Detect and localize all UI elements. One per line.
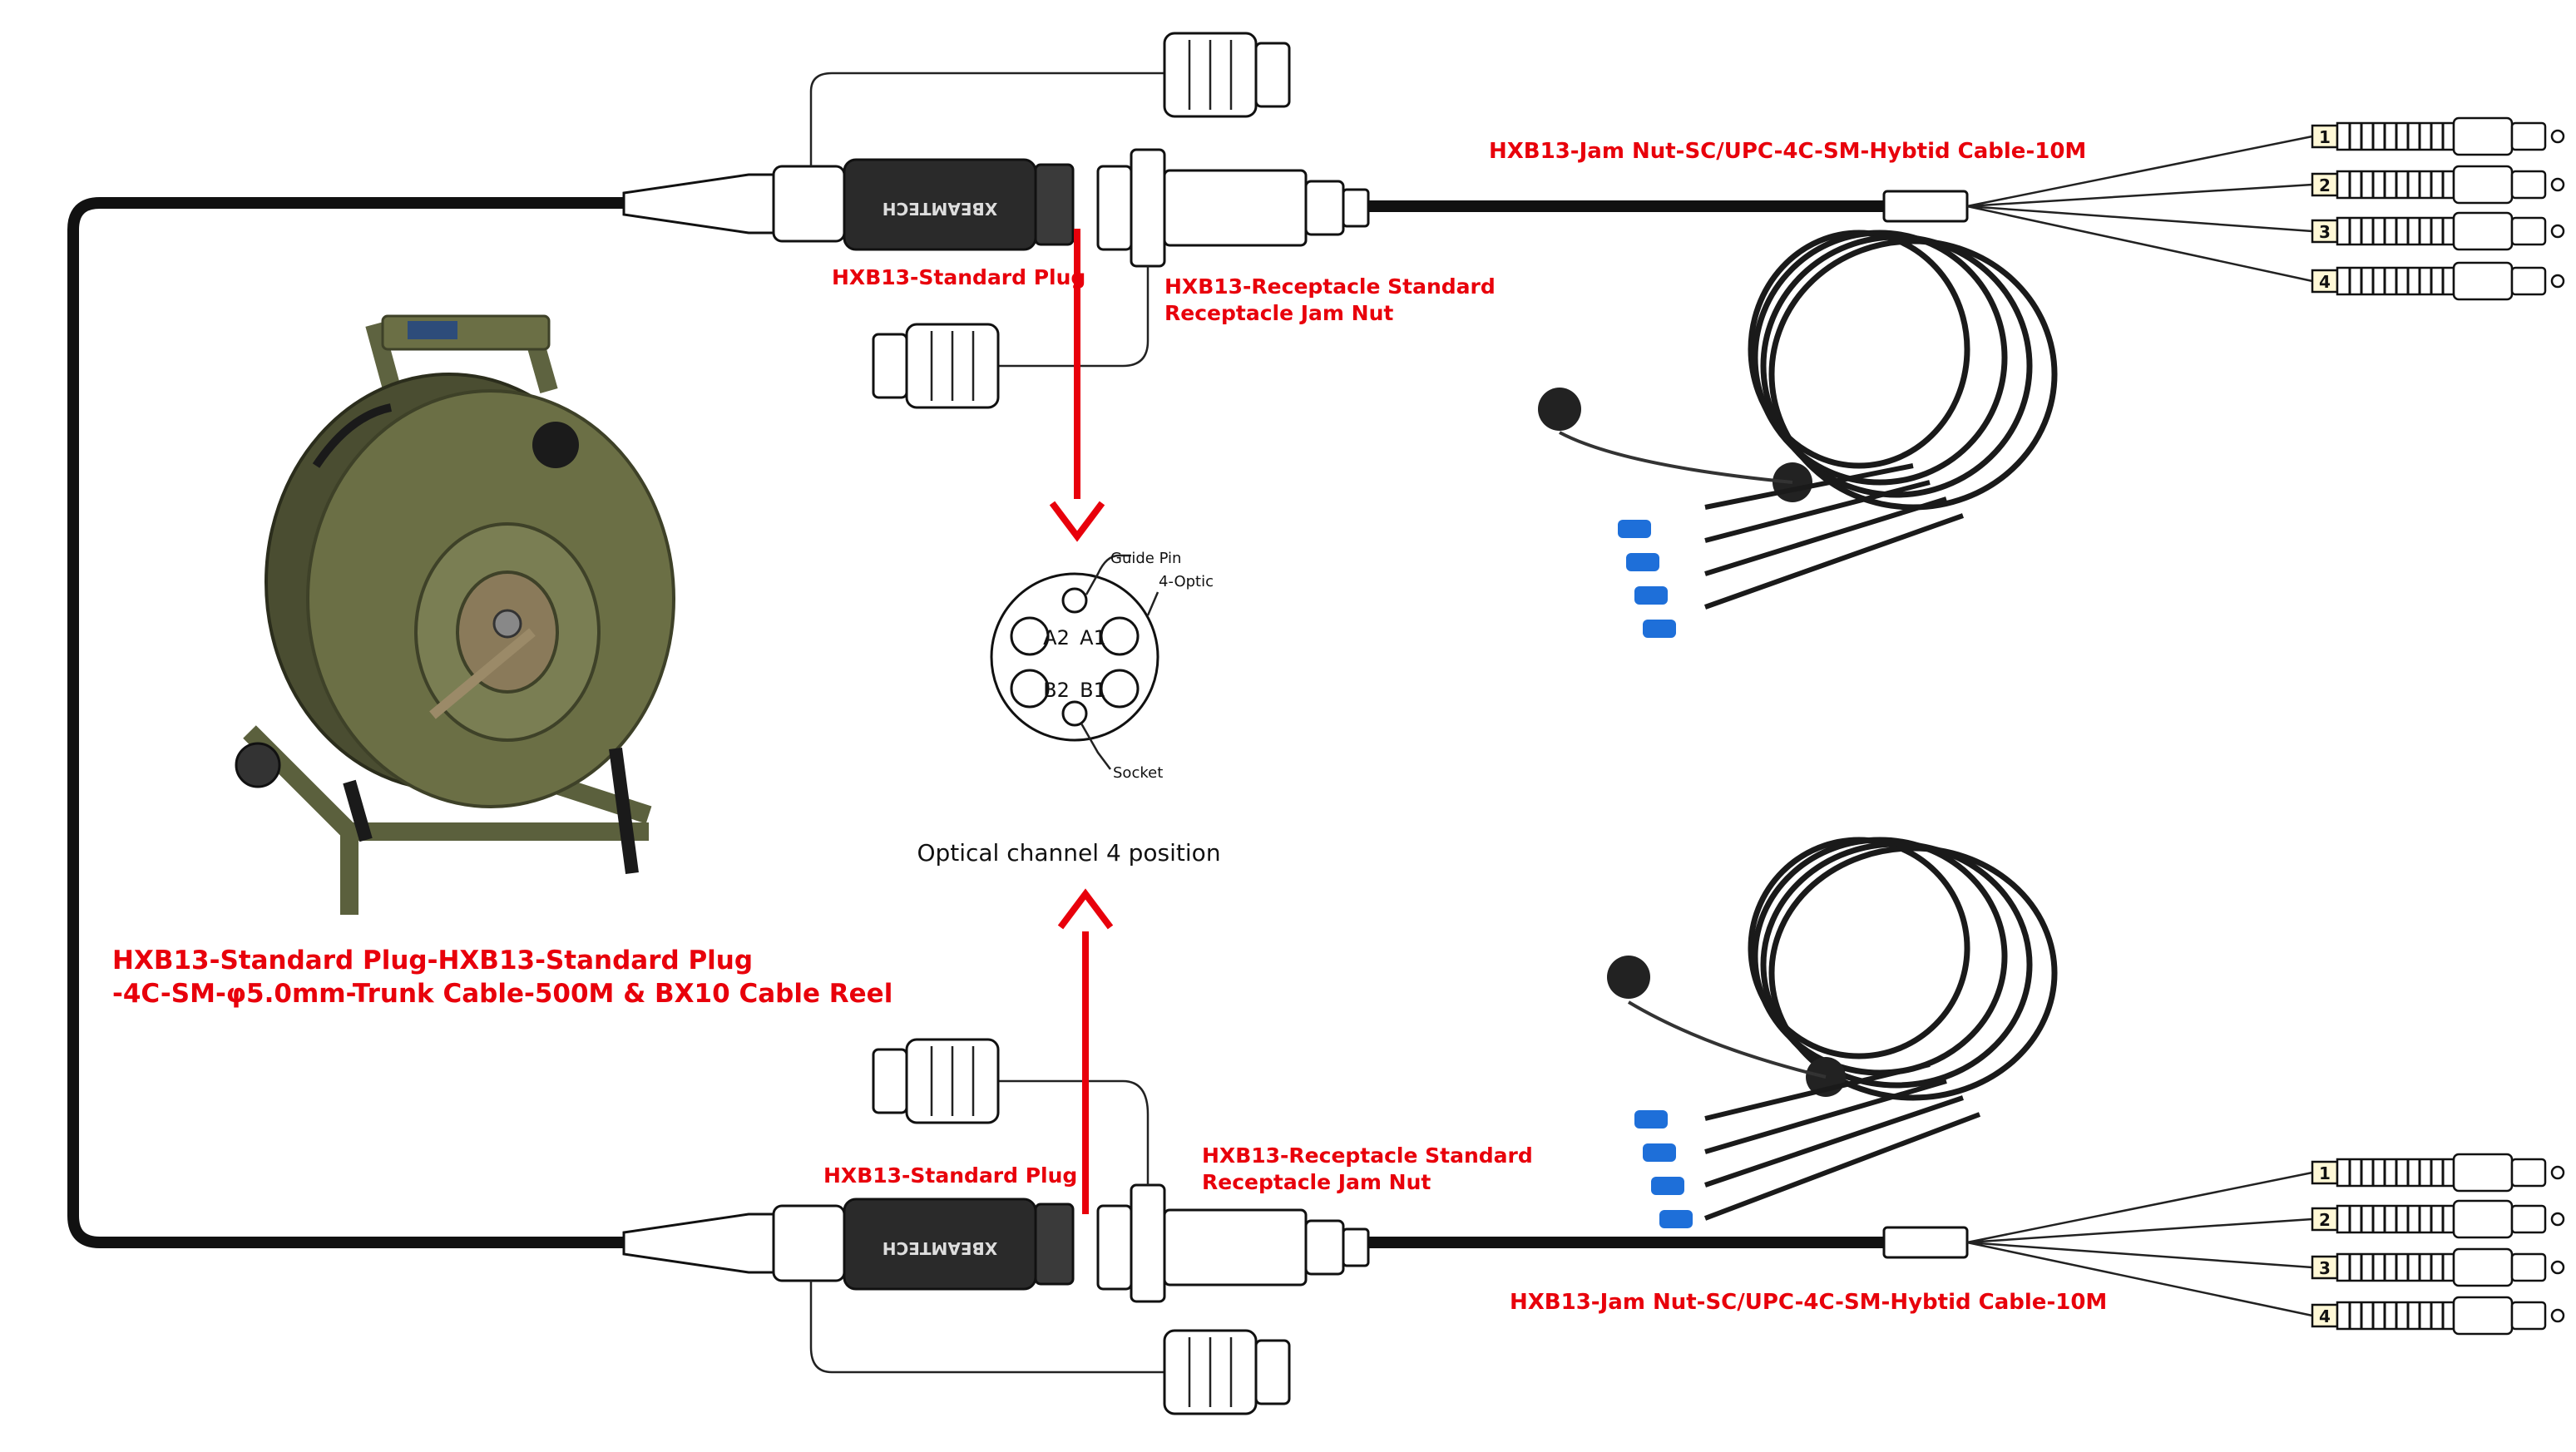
top-dust-cap-lower [872, 323, 1000, 409]
bottom-leg-number-tag [2311, 1303, 2339, 1328]
top-leg-number: 3 [2319, 222, 2331, 242]
guide-pin-label: Guide Pin [1110, 550, 1181, 567]
bottom-leg-4: 4 [1966, 1241, 2565, 1336]
bottom-dust-cap-upper [872, 1038, 1000, 1124]
socket-label: Socket [1113, 764, 1163, 782]
top-hybrid-cable-photo [1538, 230, 2058, 638]
bottom-plug-brand: XBEAMTECH [883, 1238, 997, 1258]
top-leg-4: 4 [1966, 205, 2565, 301]
top-leg-number: 1 [2319, 127, 2331, 147]
top-dust-cap-upper [1163, 32, 1291, 118]
bottom-leg-3: 3 [1966, 1241, 2565, 1287]
top-fanout-splitter [1882, 190, 1969, 223]
pin-a2: A2 [1043, 626, 1070, 649]
bottom-plug-label: HXB13-Standard Plug [823, 1163, 1077, 1188]
pin-b2: B2 [1043, 679, 1070, 702]
top-standard-plug: XBEAMTECH [622, 158, 1075, 251]
bottom-receptacle-label-2: Receptacle Jam Nut [1202, 1170, 1431, 1194]
top-leg-number: 2 [2319, 175, 2331, 195]
top-fanout-legs: 1 2 3 4 [1966, 116, 2565, 301]
top-cable-label: HXB13-Jam Nut-SC/UPC-4C-SM-Hybtid Cable-… [1489, 139, 2086, 164]
bottom-leg-number: 3 [2319, 1258, 2331, 1278]
top-receptacle-label-1: HXB13-Receptacle Standard [1164, 274, 1496, 299]
bottom-leg-number: 2 [2319, 1210, 2331, 1230]
bottom-dust-cap-lower [1163, 1329, 1291, 1415]
pin-b1: B1 [1080, 679, 1106, 702]
bottom-leg-number-tag [2311, 1160, 2339, 1185]
bottom-receptacle-jam-nut [1096, 1183, 1370, 1303]
socket-hole [1061, 700, 1088, 727]
top-cap-tether [809, 72, 1164, 166]
top-leg-number-tag [2311, 269, 2339, 294]
bottom-leg-number: 4 [2319, 1306, 2331, 1326]
top-leg-3: 3 [1966, 205, 2565, 251]
bottom-standard-plug: XBEAMTECH [622, 1198, 1075, 1291]
reel-label-1: HXB13-Standard Plug-HXB13-Standard Plug [112, 946, 753, 975]
bottom-fanout-splitter [1882, 1226, 1969, 1259]
arrow-down [1049, 229, 1105, 542]
bottom-fanout-legs: 1 2 3 4 [1966, 1153, 2565, 1336]
pin-a1: A1 [1080, 626, 1106, 649]
top-receptacle-tether [998, 266, 1150, 368]
top-receptacle-jam-nut [1096, 148, 1370, 268]
top-leg-number: 4 [2319, 272, 2331, 292]
bottom-cable-label: HXB13-Jam Nut-SC/UPC-4C-SM-Hybtid Cable-… [1510, 1290, 2107, 1315]
bottom-leg-number: 1 [2319, 1163, 2331, 1183]
bottom-receptacle-label-1: HXB13-Receptacle Standard [1202, 1143, 1533, 1168]
top-plug-brand: XBEAMTECH [883, 199, 997, 219]
top-leg-2: 2 [1966, 165, 2565, 208]
arrow-up [1057, 888, 1114, 1214]
bottom-cap-tether [809, 1281, 1164, 1374]
guide-pin-hole [1061, 587, 1088, 614]
top-leg-1: 1 [1966, 116, 2565, 208]
trunk-cable [67, 197, 632, 1248]
cable-reel-photo [235, 314, 675, 915]
top-receptacle-label-2: Receptacle Jam Nut [1164, 301, 1393, 325]
optical-caption: Optical channel 4 position [917, 839, 1220, 867]
bottom-leg-2: 2 [1966, 1199, 2565, 1244]
optical-pinout: A2 A1 B2 B1 Guide Pin 4-Optic Socket Opt… [917, 550, 1220, 867]
four-optic-label: 4-Optic [1159, 573, 1214, 590]
bottom-leg-1: 1 [1966, 1153, 2565, 1244]
reel-label-2: -4C-SM-φ5.0mm-Trunk Cable-500M & BX10 Ca… [112, 979, 892, 1009]
bottom-receptacle-tether [998, 1079, 1150, 1185]
top-plug-label: HXB13-Standard Plug [832, 265, 1085, 289]
bottom-hybrid-cable-photo [1607, 837, 2058, 1228]
top-leg-number-tag [2311, 124, 2339, 149]
